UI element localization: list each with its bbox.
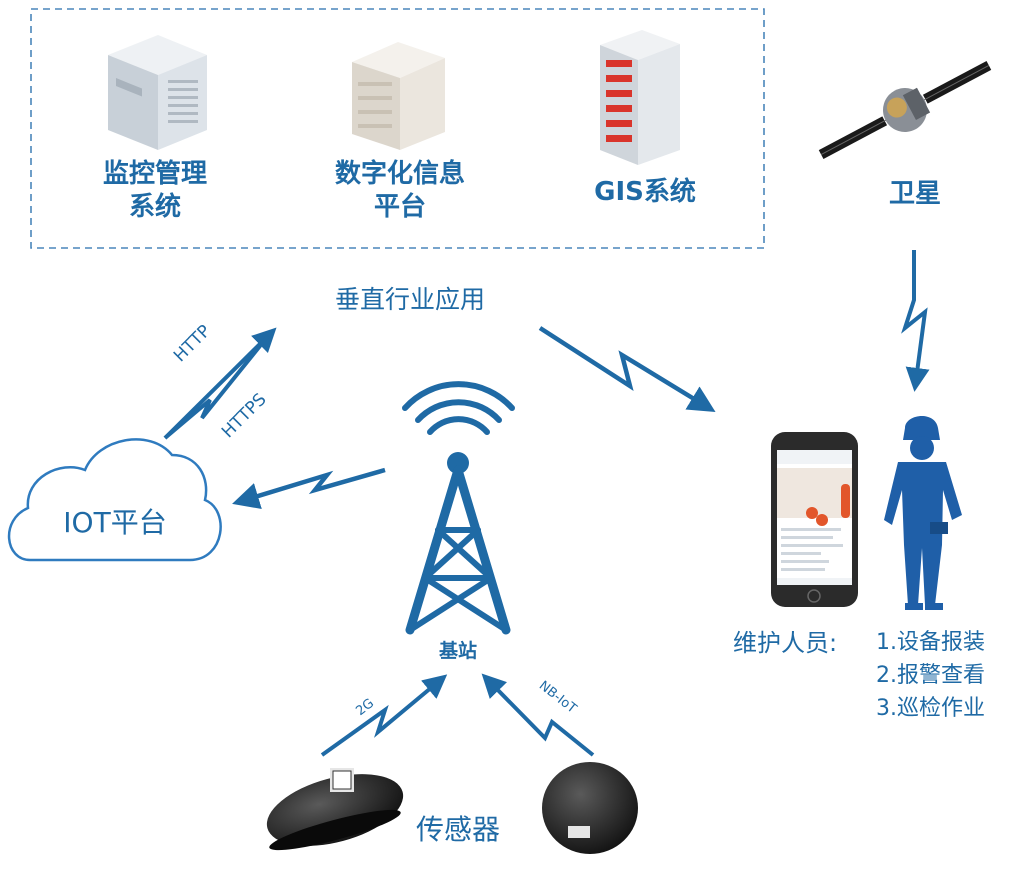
apps-to-worker-arrow (538, 326, 716, 413)
vertical-apps-label: 垂直行业应用 (334, 285, 485, 314)
nbiot-arrow (481, 673, 595, 757)
task-item: 2.报警查看 (876, 663, 985, 688)
sensor-dome-icon (542, 762, 638, 854)
satellite-label: 卫星 (888, 179, 941, 209)
gis-system-label: GIS系统 (594, 177, 696, 207)
iot-platform-label: IOT平台 (63, 506, 167, 539)
http-zig (163, 334, 270, 440)
phone-icon (771, 432, 858, 607)
sensors-label: 传感器 (415, 813, 500, 846)
base-station-label: 基站 (438, 640, 477, 662)
maintenance-task-list: 1.设备报装 2.报警查看 3.巡检作业 (876, 626, 985, 725)
sensor-disc-icon (266, 768, 404, 851)
monitoring-server-icon (108, 35, 207, 150)
digital-platform-server-icon (352, 42, 445, 150)
digital-platform-label: 数字化信息 平台 (305, 158, 495, 223)
satellite-link-arrow (901, 250, 930, 392)
systems-dashed-box (30, 8, 765, 249)
2g-arrow (320, 674, 448, 757)
base-station-tower-icon (402, 381, 515, 635)
digital-platform-line2: 平台 (373, 191, 426, 222)
monitoring-line2: 系统 (128, 191, 181, 222)
worker-icon (884, 415, 962, 610)
monitoring-line1: 监控管理 (102, 159, 207, 189)
iot-cloud-icon (7, 438, 222, 562)
gis-server-icon (600, 30, 680, 165)
task-item: 3.巡检作业 (876, 696, 985, 721)
satellite-icon (818, 60, 992, 160)
digital-platform-line1: 数字化信息 (334, 159, 465, 189)
monitoring-system-label: 监控管理 系统 (70, 158, 240, 223)
task-item: 1.设备报装 (876, 630, 985, 655)
tower-to-iot-arrow (232, 467, 386, 509)
maintenance-role-label: 维护人员: (733, 629, 838, 657)
